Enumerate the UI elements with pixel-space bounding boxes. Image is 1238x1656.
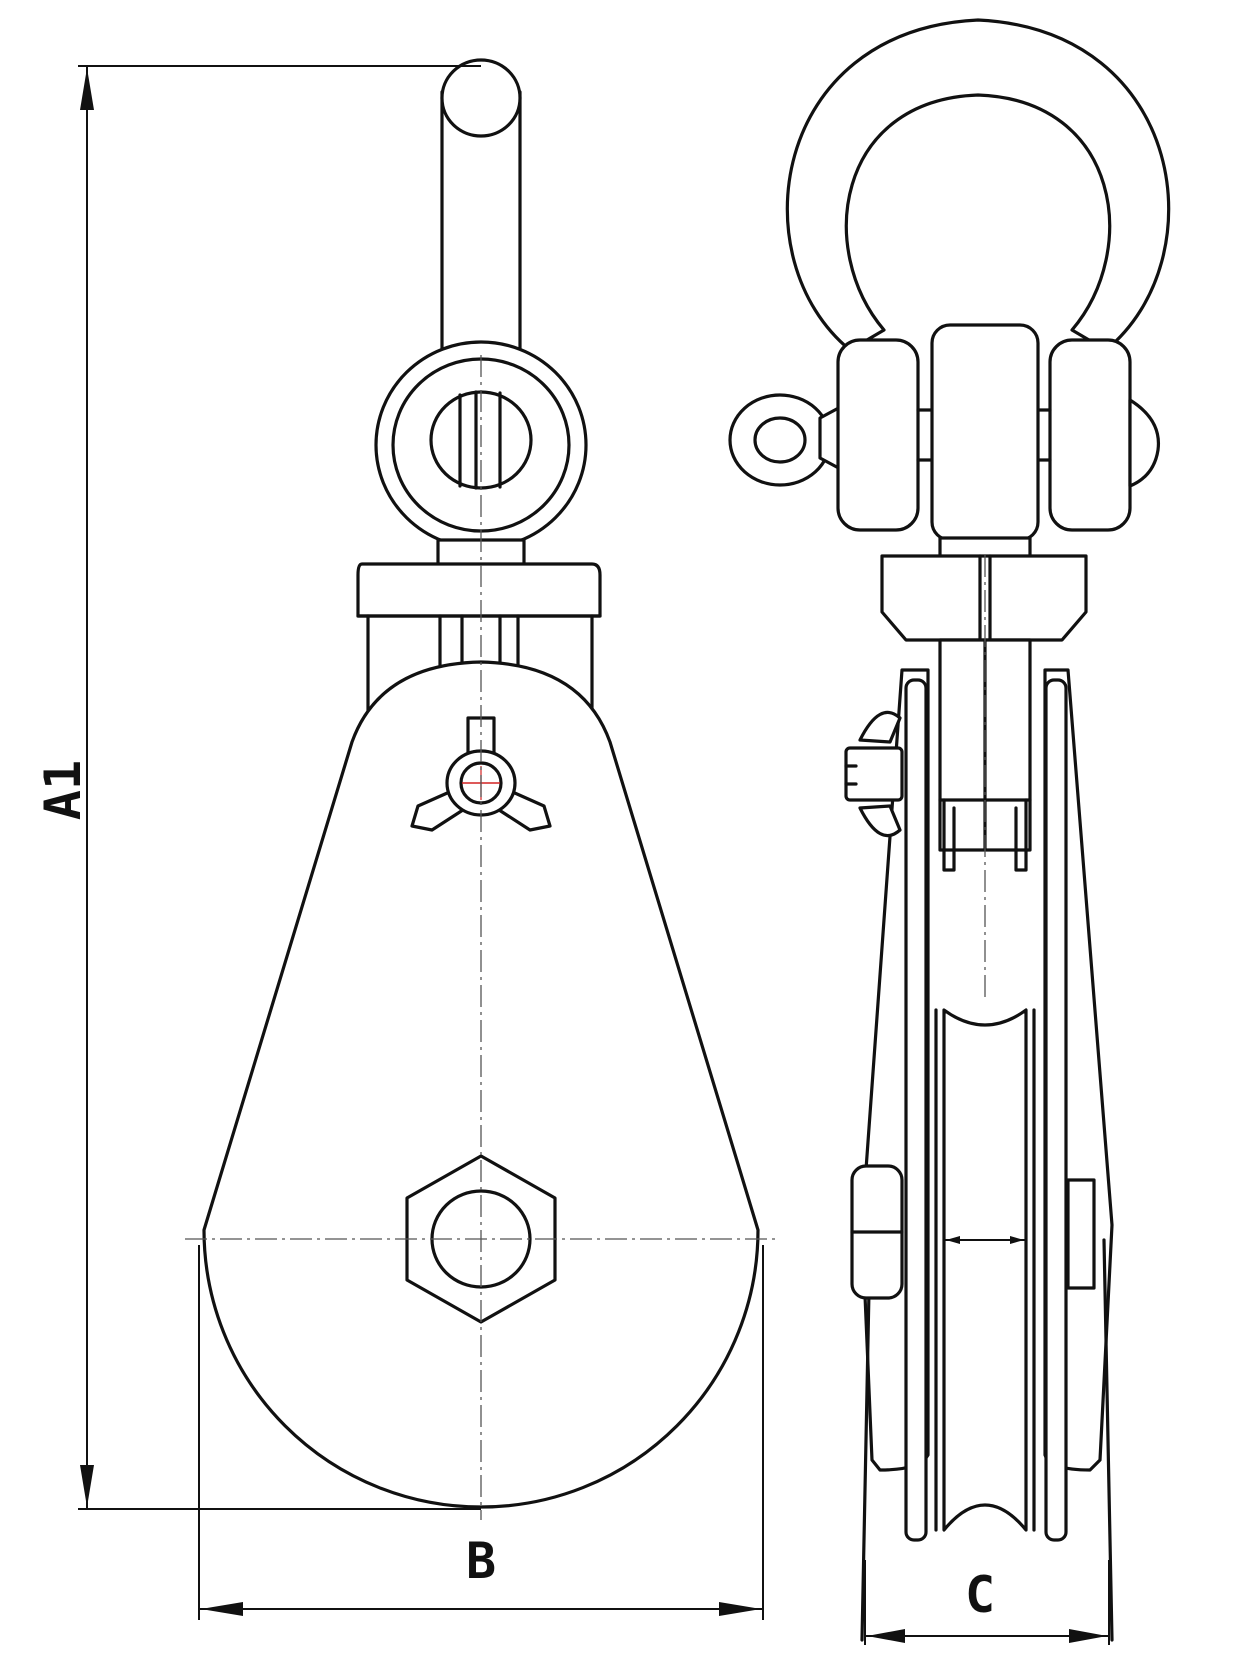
dimension-c-label: C	[965, 1566, 995, 1624]
front-view	[185, 58, 775, 1520]
shackle-ear-right	[1048, 338, 1132, 532]
swivel-body	[930, 323, 1040, 542]
dimension-b: B	[198, 1245, 764, 1620]
side-wing-nut	[844, 711, 904, 837]
dimension-a1-label: A1	[34, 760, 92, 820]
dimension-a1: A1	[34, 65, 481, 1510]
dimension-b-label: B	[466, 1532, 496, 1590]
side-bolt-head	[1066, 1178, 1096, 1290]
shackle-pin-end	[1128, 398, 1161, 488]
shackle-ear-left	[836, 338, 920, 532]
dimension-c: C	[864, 1560, 1110, 1645]
swivel-eye-shaft	[440, 58, 522, 357]
swivel-collar	[356, 538, 602, 722]
side-collar	[880, 554, 1088, 642]
side-view	[728, 18, 1171, 1642]
shackle-bow	[785, 18, 1171, 352]
shackle-pin-eye	[728, 393, 848, 487]
sheave-groove	[942, 1008, 1028, 1532]
front-centerlines	[185, 355, 775, 1520]
